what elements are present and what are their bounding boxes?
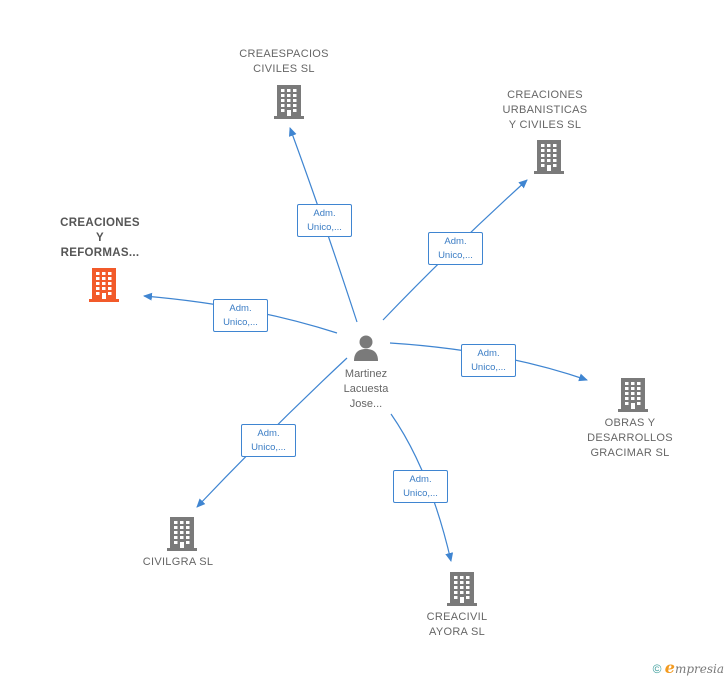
building-icon[interactable] — [89, 268, 119, 302]
role-label-line: Adm. — [409, 474, 432, 485]
role-label-line: Unico,... — [223, 317, 258, 328]
role-label-line: Adm. — [477, 348, 500, 359]
brand-logo-text: mpresia — [674, 662, 724, 676]
company-name-civilgra[interactable]: CIVILGRA SL — [142, 556, 214, 568]
building-icon[interactable] — [447, 572, 477, 606]
building-icon[interactable] — [274, 85, 304, 119]
building-icon[interactable] — [534, 140, 564, 174]
role-label-line: Adm. — [257, 428, 280, 439]
role-label-line: Unico,... — [307, 222, 342, 233]
company-name-creaespacios[interactable]: CREAESPACIOS CIVILES SL — [239, 48, 329, 75]
role-label-line: Unico,... — [438, 250, 473, 261]
role-label-creacivil: Adm. Unico,... — [393, 470, 448, 503]
company-name-creaciones-urb[interactable]: CREACIONES URBANISTICAS Y CIVILES SL — [502, 89, 588, 131]
role-label-creaespacios: Adm. Unico,... — [297, 204, 352, 237]
role-label-line: Unico,... — [403, 488, 438, 499]
company-name-creaciones-ref[interactable]: CREACIONES Y REFORMAS... — [60, 217, 140, 259]
brand-logo-initial: e — [664, 658, 675, 677]
person-name: Martinez Lacuesta Jose... — [326, 367, 406, 412]
company-name-creacivil[interactable]: CREACIVIL AYORA SL — [426, 611, 488, 638]
building-icon[interactable] — [167, 517, 197, 551]
role-label-civilgra: Adm. Unico,... — [241, 424, 296, 457]
person-name-line-3: Jose... — [349, 398, 383, 410]
role-label-line: Unico,... — [251, 442, 286, 453]
role-label-creaciones-ref: Adm. Unico,... — [213, 299, 268, 332]
company-name-obras[interactable]: OBRAS Y DESARROLLOS GRACIMAR SL — [587, 417, 673, 459]
role-label-line: Adm. — [313, 208, 336, 219]
role-label-line: Unico,... — [471, 362, 506, 373]
role-label-obras: Adm. Unico,... — [461, 344, 516, 377]
footer-brand: © empresia — [653, 658, 724, 677]
role-label-line: Adm. — [229, 303, 252, 314]
person-name-line-1: Martinez — [344, 368, 388, 380]
role-label-line: Adm. — [444, 236, 467, 247]
role-label-creaciones-urb: Adm. Unico,... — [428, 232, 483, 265]
person-name-line-2: Lacuesta — [343, 383, 389, 395]
person-icon — [354, 335, 378, 361]
copyright-icon: © — [652, 662, 662, 676]
building-icon[interactable] — [618, 378, 648, 412]
